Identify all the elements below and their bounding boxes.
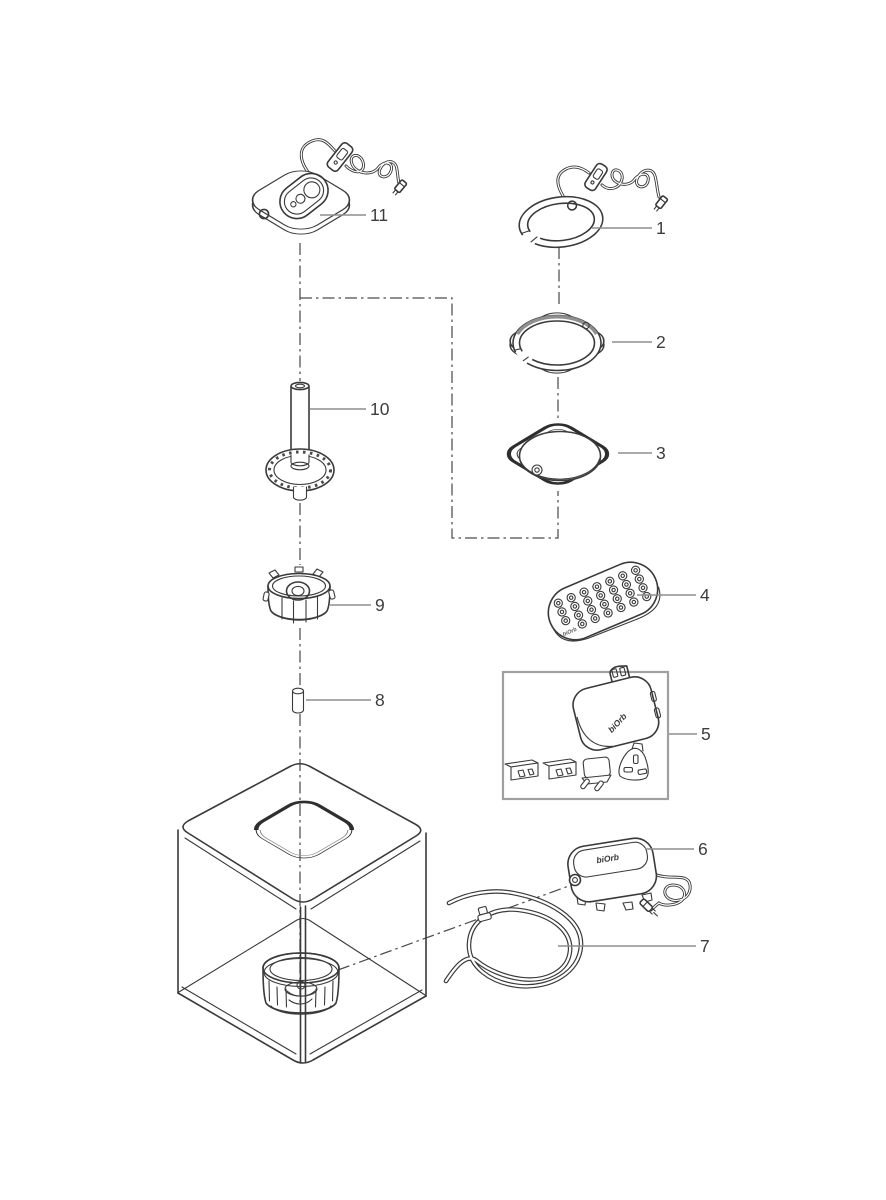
label-part-6: 6 — [698, 839, 708, 859]
pump-outlet — [568, 873, 582, 887]
plug-connector-icon — [653, 195, 669, 212]
adapter-prong — [611, 668, 619, 678]
label-part-8: 8 — [375, 690, 385, 710]
plug-insert-au — [542, 758, 577, 780]
frame-notch-pin — [582, 321, 590, 330]
label-part-9: 9 — [375, 595, 385, 615]
part-1-round-lid — [518, 162, 669, 249]
cartridge-center-hole — [285, 581, 311, 601]
disc-foot — [292, 486, 308, 501]
label-part-1: 1 — [656, 218, 666, 238]
centerline-pump-diagonal — [337, 882, 578, 971]
centerline-branch — [300, 297, 559, 539]
tank-bottom-thickness — [181, 986, 423, 1055]
tank-top-opening — [253, 800, 355, 859]
pump-brand-text: biOrb — [596, 852, 620, 865]
plug-insert-uk — [618, 742, 649, 781]
frame-knob — [531, 464, 543, 476]
plug-insert-eu — [580, 756, 612, 792]
inline-switch-icon — [584, 162, 608, 192]
tank-top-face — [182, 762, 422, 903]
label-part-11: 11 — [370, 205, 388, 225]
pump-plug-icon — [639, 898, 658, 917]
round-lid-ring — [518, 195, 604, 249]
remote-body — [547, 561, 659, 641]
label-part-10: 10 — [370, 399, 390, 419]
tube-top — [290, 381, 310, 391]
part-3-square-base-frame — [506, 423, 610, 485]
label-part-2: 2 — [656, 332, 666, 352]
part-labels: 11 1 2 3 4 5 6 7 8 9 10 — [306, 205, 711, 956]
lid-hole — [566, 200, 578, 211]
lid-hole — [258, 208, 270, 220]
cartridge-facets — [281, 596, 319, 624]
part-9-filter-cartridge — [262, 566, 336, 624]
label-part-4: 4 — [700, 585, 710, 605]
tank-rim-thickness — [184, 837, 421, 910]
tube-valve — [477, 906, 492, 923]
label-part-7: 7 — [700, 936, 710, 956]
adapter-clip — [653, 707, 662, 719]
plug-insert-us — [504, 759, 539, 781]
tank-floor-edges — [178, 917, 426, 996]
part-5-power-adapter-kit: biOrb — [501, 665, 670, 801]
inline-switch-icon — [326, 141, 354, 173]
part-2-square-top-frame — [509, 312, 605, 374]
tank-side-edges — [177, 829, 427, 997]
pump-cable — [639, 872, 692, 917]
tank-filter-cage — [262, 952, 340, 1015]
part-7-air-tube — [443, 889, 584, 989]
adapter-clip — [649, 690, 657, 702]
frame-ring — [518, 430, 602, 482]
lid-body — [251, 170, 351, 230]
adapter-prong — [619, 666, 627, 677]
part-10-bubble-tube — [265, 381, 335, 501]
cartridge-side-lug — [262, 591, 270, 602]
tank-bottom-edges — [177, 992, 427, 1064]
part-8-airstone — [291, 687, 305, 714]
pump-feet — [576, 892, 653, 912]
remote-side-thickness — [553, 586, 661, 642]
part-6-air-pump: biOrb — [567, 837, 692, 917]
remote-brand-text: biOrb — [562, 627, 578, 639]
adapter-body — [572, 676, 660, 751]
label-part-3: 3 — [656, 443, 666, 463]
power-adapter: biOrb — [572, 665, 662, 751]
cartridge-side-lug — [328, 589, 336, 600]
frame-ring — [512, 314, 602, 372]
lid-light-unit — [279, 172, 329, 220]
tank-front-corner-edge — [299, 905, 307, 1064]
flow-disc-hatch — [268, 450, 332, 490]
part-1-power-cord — [556, 162, 669, 212]
part-4-remote-control: biOrb — [547, 561, 661, 642]
aquarium-cube-tank — [177, 762, 427, 1064]
part-11-power-cord — [299, 138, 408, 196]
plug-connector-icon — [392, 179, 408, 196]
label-part-5: 5 — [701, 724, 711, 744]
